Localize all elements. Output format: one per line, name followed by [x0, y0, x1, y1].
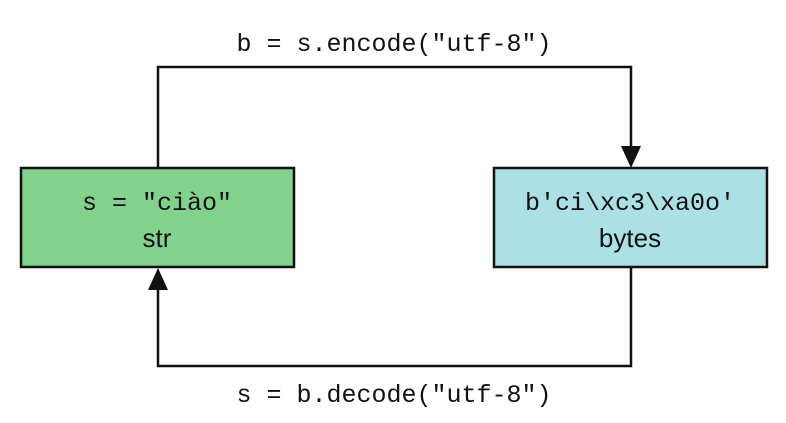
str-node-box [19, 166, 296, 269]
bytes-node-box [492, 166, 769, 269]
str-node-type-label: str [143, 223, 172, 253]
decode-label: s = b.decode("utf-8") [236, 381, 551, 410]
decode-arrowhead [148, 268, 168, 290]
encode-label: b = s.encode("utf-8") [236, 30, 551, 59]
str-node-code: s = "ciào" [82, 189, 232, 218]
encode-arrowhead [621, 146, 641, 168]
bytes-node: b'ci\xc3\xa0o' bytes [492, 166, 769, 269]
decode-connector [156, 268, 633, 368]
str-node: s = "ciào" str [19, 166, 296, 269]
encode-connector [156, 65, 633, 168]
bytes-node-code: b'ci\xc3\xa0o' [525, 189, 735, 218]
bytes-node-type-label: bytes [599, 223, 661, 253]
